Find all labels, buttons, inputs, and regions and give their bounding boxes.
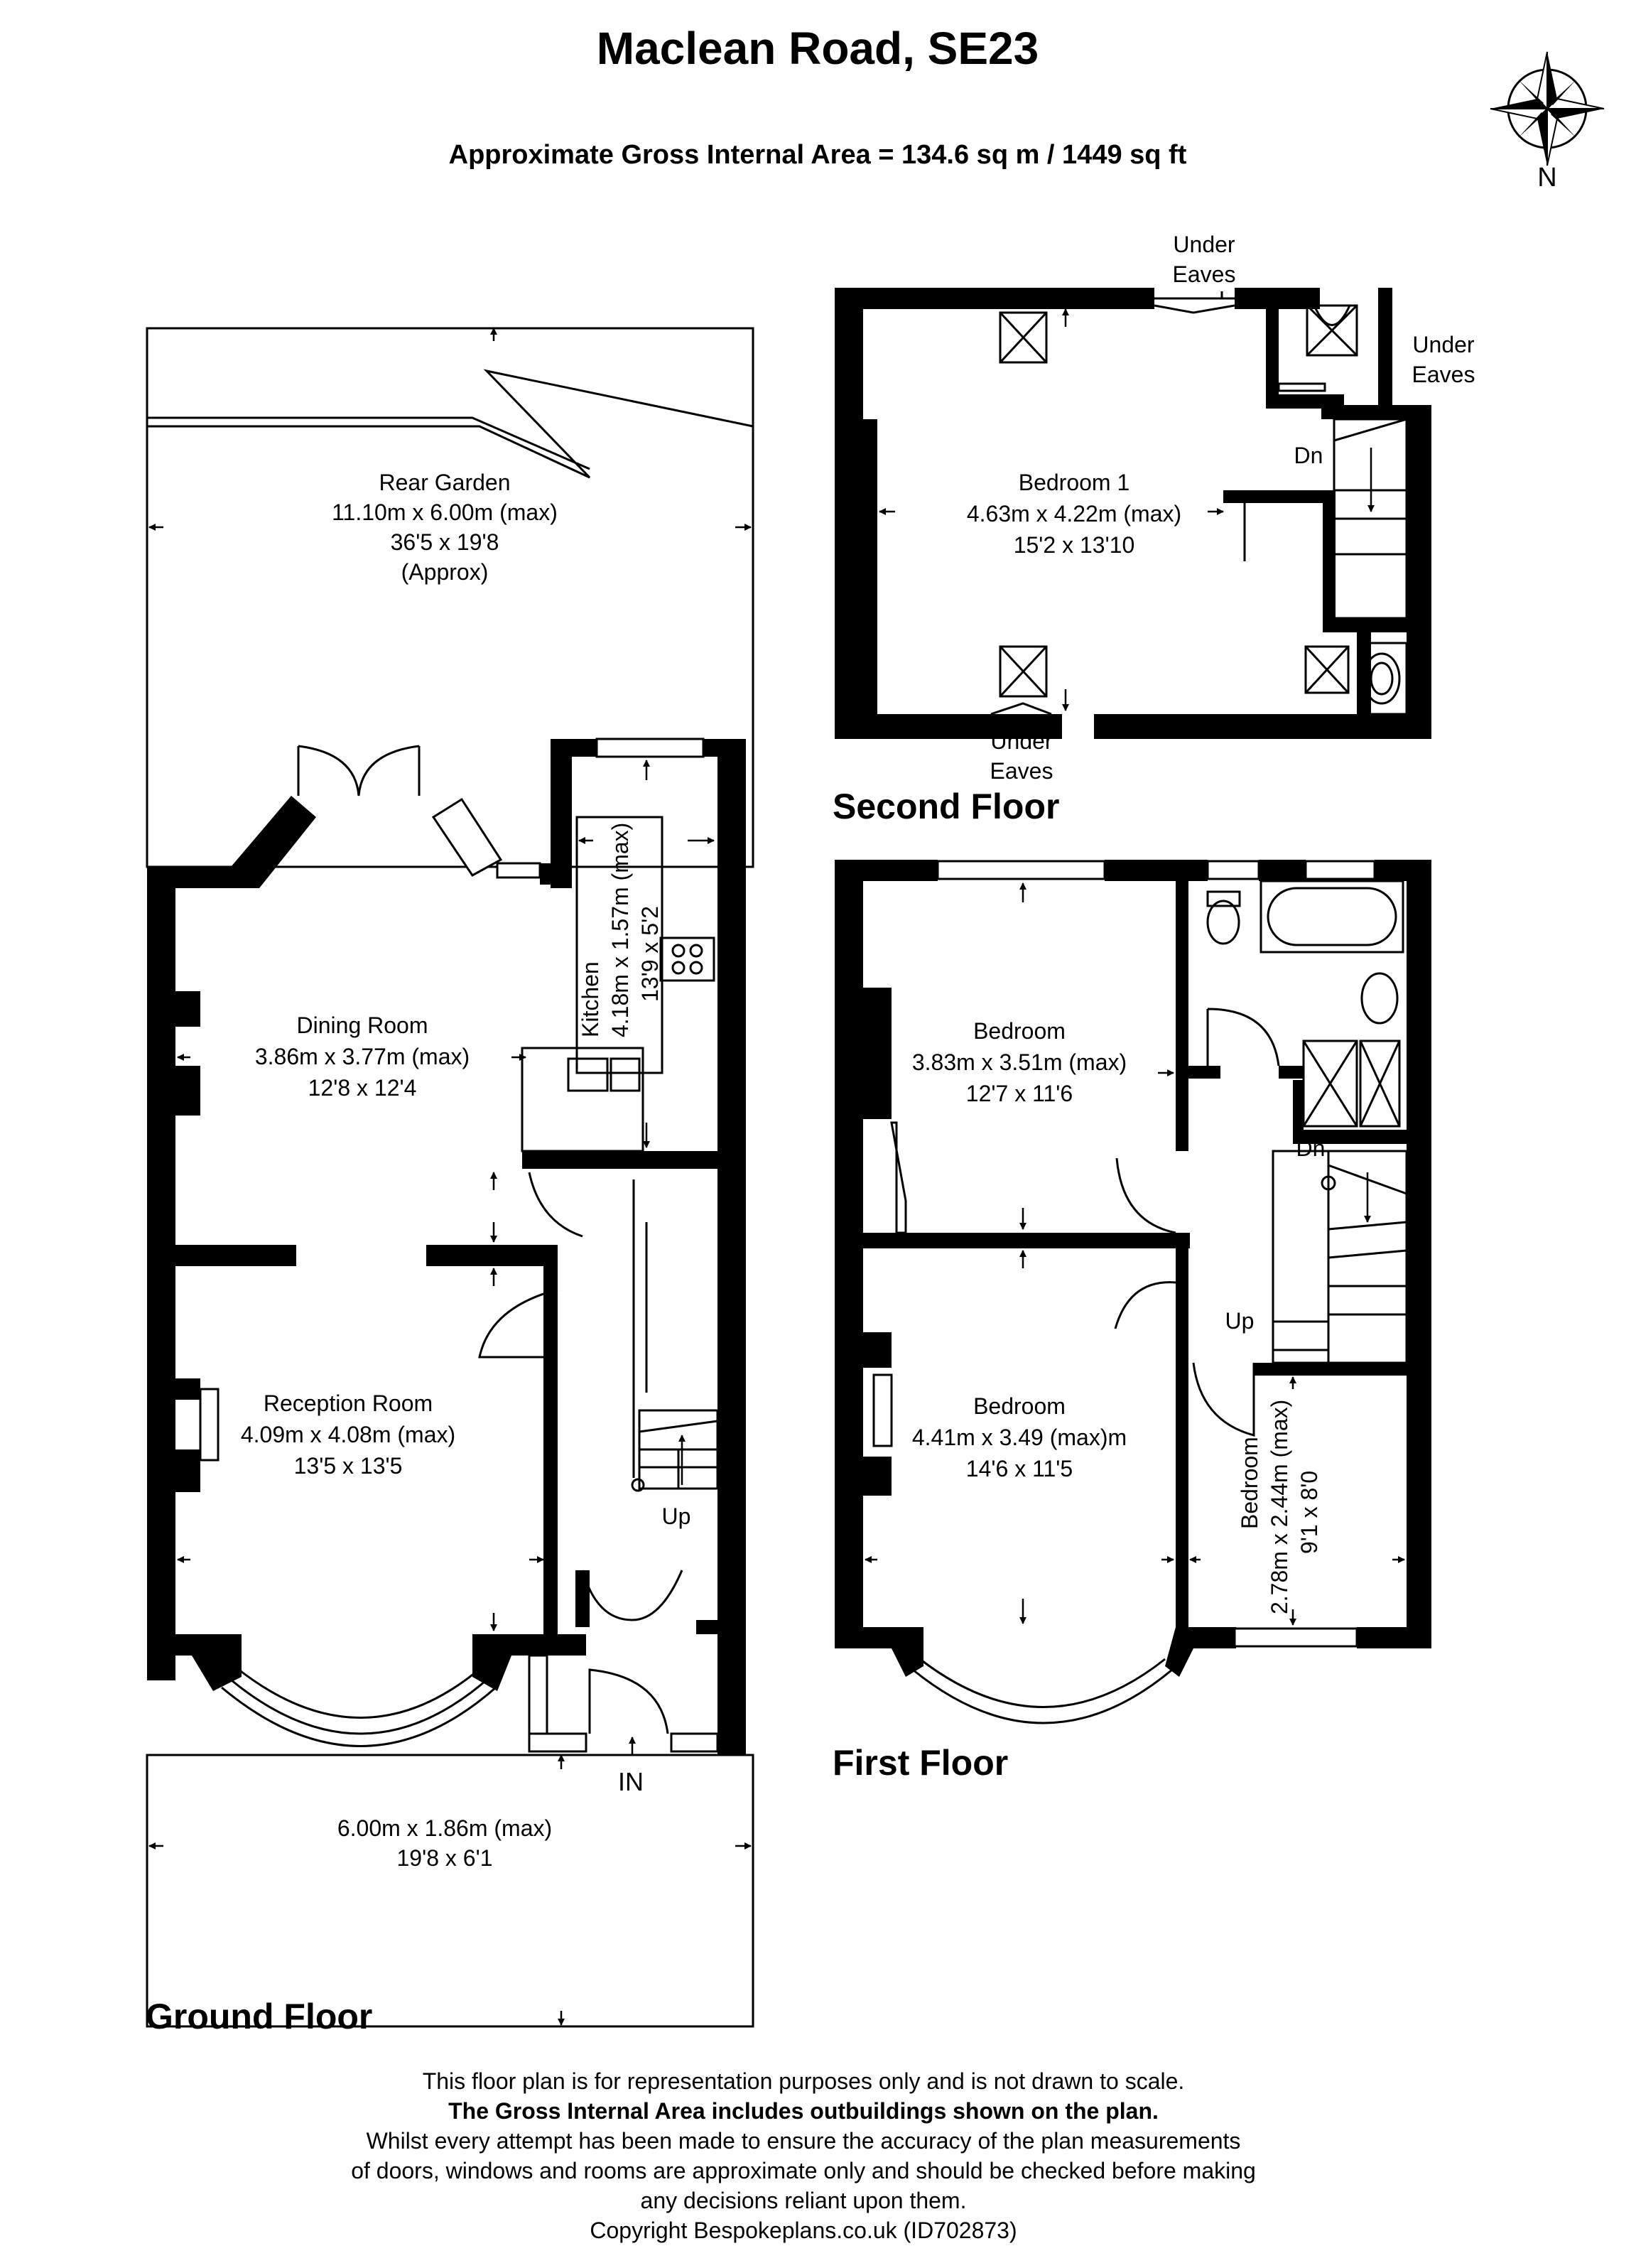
- kitchen-name: Kitchen: [578, 961, 603, 1037]
- dining-room-imperial: 12'8 x 12'4: [308, 1075, 417, 1101]
- bedroom-rear-metric: 3.83m x 3.51m (max): [912, 1049, 1127, 1075]
- rear-garden-boundary: [146, 327, 754, 868]
- bedroom-small-imperial: 9'1 x 8'0: [1296, 1471, 1322, 1554]
- bedroom-front-imperial: 14'6 x 11'5: [966, 1456, 1073, 1481]
- compass-rose-icon: [1490, 51, 1605, 166]
- under-eaves-right-line2: Eaves: [1412, 362, 1475, 387]
- bedroom-rear-imperial: 12'7 x 11'6: [966, 1081, 1073, 1106]
- front-garden-label: 6.00m x 1.86m (max) 19'8 x 6'1: [337, 1815, 552, 1871]
- disclaimer-line-3: Whilst every attempt has been made to en…: [367, 2128, 1241, 2154]
- reception-room-label: Reception Room 4.09m x 4.08m (max) 13'5 …: [241, 1390, 455, 1479]
- plan-subtitle: Approximate Gross Internal Area = 134.6 …: [449, 140, 1187, 170]
- rear-garden-label: Rear Garden 11.10m x 6.00m (max) 36'5 x …: [332, 470, 558, 585]
- first-stairs-up-label: Up: [1225, 1308, 1255, 1334]
- bedroom-small-metric: 2.78m x 2.44m (max): [1267, 1400, 1292, 1614]
- disclaimer-line-6: Copyright Bespokeplans.co.uk (ID702873): [590, 2218, 1017, 2243]
- front-garden-boundary: [146, 1754, 754, 2028]
- under-eaves-bottom-line1: Under: [990, 728, 1053, 754]
- bedroom-front-name: Bedroom: [973, 1393, 1066, 1419]
- bedroom1-imperial: 15'2 x 13'10: [1014, 532, 1135, 558]
- disclaimer-line-4: of doors, windows and rooms are approxim…: [351, 2158, 1256, 2183]
- garden-fence: [147, 369, 754, 479]
- ground-floor-plan: [146, 327, 754, 2028]
- bedroom1-metric: 4.63m x 4.22m (max): [967, 501, 1181, 526]
- dining-room-label: Dining Room 3.86m x 3.77m (max) 12'8 x 1…: [255, 1012, 470, 1101]
- bedroom-rear-label: Bedroom 3.83m x 3.51m (max) 12'7 x 11'6: [912, 1018, 1127, 1106]
- dining-room-metric: 3.86m x 3.77m (max): [255, 1044, 470, 1069]
- rear-garden-name: Rear Garden: [379, 470, 511, 495]
- under-eaves-top-label: Under Eaves: [1173, 232, 1236, 287]
- disclaimer-line-2: The Gross Internal Area includes outbuil…: [448, 2098, 1159, 2124]
- bedroom1-name: Bedroom 1: [1019, 470, 1130, 495]
- bedroom1-label: Bedroom 1 4.63m x 4.22m (max) 15'2 x 13'…: [967, 470, 1181, 558]
- first-floor-heading: First Floor: [833, 1743, 1008, 1783]
- ground-floor-heading: Ground Floor: [146, 1997, 372, 2036]
- under-eaves-right-label: Under Eaves: [1412, 332, 1475, 387]
- bedroom-rear-name: Bedroom: [973, 1018, 1066, 1044]
- rear-garden-note: (Approx): [401, 559, 489, 585]
- under-eaves-bottom-line2: Eaves: [990, 758, 1053, 784]
- ground-stairs-up-label: Up: [662, 1503, 691, 1529]
- first-stairs-dn-label: Dn: [1296, 1135, 1326, 1161]
- reception-room-name: Reception Room: [264, 1390, 433, 1416]
- rear-garden-metric: 11.10m x 6.00m (max): [332, 500, 558, 525]
- second-floor-heading: Second Floor: [833, 787, 1059, 826]
- second-stairs-dn-label: Dn: [1294, 443, 1323, 468]
- entrance-label: IN: [618, 1767, 644, 1796]
- under-eaves-right-line1: Under: [1412, 332, 1475, 357]
- bedroom-front-label: Bedroom 4.41m x 3.49 (max)m 14'6 x 11'5: [912, 1393, 1127, 1481]
- kitchen-metric: 4.18m x 1.57m (max): [607, 823, 633, 1037]
- plan-title: Maclean Road, SE23: [597, 23, 1039, 74]
- dining-room-name: Dining Room: [297, 1012, 428, 1038]
- disclaimer-line-1: This floor plan is for representation pu…: [423, 2068, 1185, 2094]
- disclaimer-block: This floor plan is for representation pu…: [351, 2068, 1256, 2243]
- rear-garden-imperial: 36'5 x 19'8: [391, 529, 499, 555]
- bedroom-small-label: Bedroom 2.78m x 2.44m (max) 9'1 x 8'0: [1237, 1400, 1322, 1614]
- bedroom-small-name: Bedroom: [1237, 1437, 1262, 1529]
- front-garden-metric: 6.00m x 1.86m (max): [337, 1815, 552, 1841]
- compass-north-label: N: [1537, 163, 1556, 193]
- reception-room-imperial: 13'5 x 13'5: [294, 1453, 403, 1479]
- bedroom-front-metric: 4.41m x 3.49 (max)m: [912, 1425, 1127, 1450]
- under-eaves-top-line1: Under: [1173, 232, 1235, 257]
- under-eaves-bottom-label: Under Eaves: [990, 728, 1053, 784]
- kitchen-label: Kitchen 4.18m x 1.57m (max) 13'9 x 5'2: [578, 823, 663, 1037]
- disclaimer-line-5: any decisions reliant upon them.: [641, 2188, 967, 2213]
- first-floor-plan: [835, 860, 1431, 1724]
- under-eaves-top-line2: Eaves: [1173, 261, 1236, 287]
- second-floor-plan: [835, 288, 1431, 739]
- reception-room-metric: 4.09m x 4.08m (max): [241, 1422, 455, 1447]
- kitchen-imperial: 13'9 x 5'2: [637, 906, 663, 1002]
- front-garden-imperial: 19'8 x 6'1: [397, 1845, 493, 1871]
